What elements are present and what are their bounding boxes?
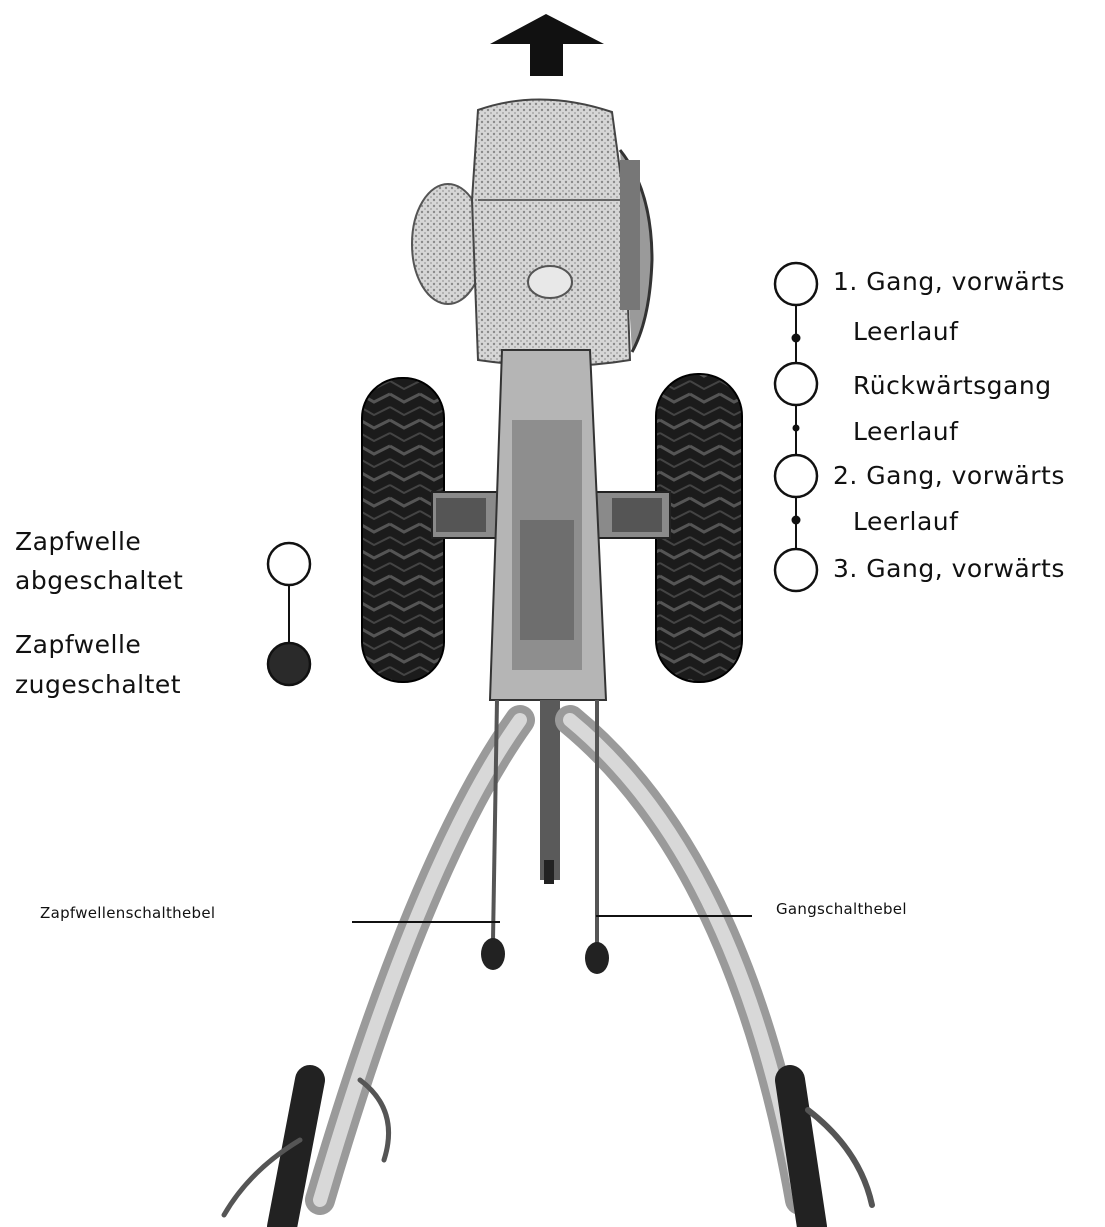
- gear-label-reverse: Rückwärtsgang: [853, 373, 1052, 398]
- pto-lever-callout: Zapfwellenschalthebel: [40, 906, 215, 921]
- open-circle-icon: [775, 363, 817, 405]
- open-circle-icon: [775, 549, 817, 591]
- neutral-dot-icon: [792, 334, 801, 343]
- pto-label-on-line2: zugeschaltet: [15, 672, 181, 697]
- gear-label-neutral: Leerlauf: [853, 509, 958, 534]
- pto-label-off-line2: abgeschaltet: [15, 568, 183, 593]
- gear-label-neutral: Leerlauf: [853, 419, 958, 444]
- pto-label-off-line1: Zapfwelle: [15, 529, 141, 554]
- gear-label-second: 2. Gang, vorwärts: [833, 463, 1065, 488]
- pto-label-on-line1: Zapfwelle: [15, 632, 141, 657]
- gear-shift-pattern: [775, 263, 817, 591]
- filled-circle-icon: [268, 643, 310, 685]
- open-circle-icon: [775, 263, 817, 305]
- gearbox-column: [490, 350, 606, 884]
- gear-lever-callout: Gangschalthebel: [776, 902, 907, 917]
- engine-housing: [412, 99, 652, 366]
- gear-label-neutral: Leerlauf: [853, 319, 958, 344]
- open-circle-icon: [775, 455, 817, 497]
- neutral-dot-icon: [792, 516, 801, 525]
- gear-label-third: 3. Gang, vorwärts: [833, 556, 1065, 581]
- pto-switch-pattern: [268, 543, 310, 685]
- neutral-dot-icon: [793, 425, 800, 432]
- gear-label-first: 1. Gang, vorwärts: [833, 269, 1065, 294]
- open-circle-icon: [268, 543, 310, 585]
- arrow-up-icon: [490, 14, 604, 76]
